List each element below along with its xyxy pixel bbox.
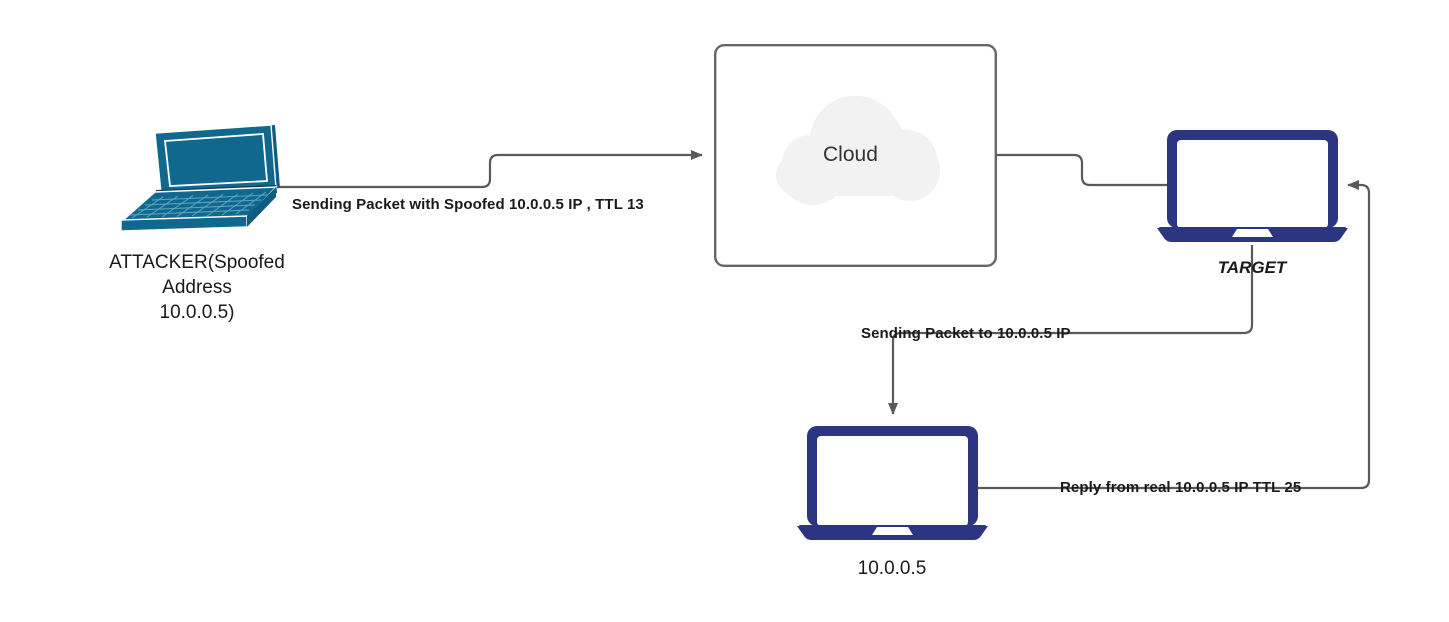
attacker-label-line-2: Address	[162, 277, 232, 298]
cloud-icon	[776, 95, 940, 205]
target-label: TARGET	[1217, 258, 1287, 277]
attacker-label: ATTACKER(Spoofed Address 10.0.0.5)	[52, 250, 342, 325]
victim-label: 10.0.0.5	[857, 558, 927, 579]
edge-label-victim-to-target: Reply from real 10.0.0.5 IP TTL 25	[1060, 479, 1302, 496]
attacker-label-line-1: ATTACKER(Spoofed	[109, 252, 285, 273]
edge-label-attacker-to-cloud: Sending Packet with Spoofed 10.0.0.5 IP …	[292, 196, 644, 213]
edge-target-to-victim	[888, 245, 1254, 415]
cloud-label: Cloud	[823, 143, 878, 166]
victim-node[interactable]	[795, 424, 990, 546]
edge-label-target-to-victim: Sending Packet to 10.0.0.5 IP	[861, 325, 1071, 342]
edge-victim-to-target	[975, 180, 1371, 490]
attacker-label-line-3: 10.0.0.5)	[159, 302, 235, 323]
target-node[interactable]	[1155, 128, 1350, 246]
edge-attacker-to-cloud	[262, 150, 703, 189]
laptop-isometric-icon	[119, 124, 280, 232]
edge-cloud-to-target	[997, 153, 1167, 187]
laptop-front-icon	[797, 426, 988, 540]
cloud-box	[714, 44, 998, 268]
laptop-front-icon	[1157, 130, 1348, 242]
attacker-node[interactable]	[108, 123, 288, 232]
